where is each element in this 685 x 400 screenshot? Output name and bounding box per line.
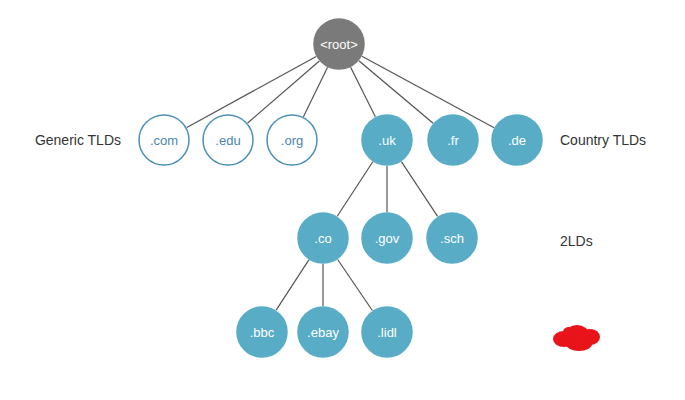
circle-shape xyxy=(362,307,412,357)
domain-label: .com xyxy=(150,134,178,147)
generic-tld-circle: .org xyxy=(266,114,318,166)
circle-shape xyxy=(267,115,317,165)
domain-circle: .uk xyxy=(361,114,413,166)
circle-shape xyxy=(203,115,253,165)
domain-label: .co xyxy=(314,232,331,245)
domain-label: .gov xyxy=(375,232,400,245)
root-circle: <root> xyxy=(313,18,365,70)
domain-circle: .sch xyxy=(426,212,478,264)
tree-connector xyxy=(248,61,320,123)
domain-label: .sch xyxy=(440,232,464,245)
domain-circle: .lidl xyxy=(361,306,413,358)
circle-shape xyxy=(428,115,478,165)
domain-label: <root> xyxy=(320,38,358,51)
domain-circle: .co xyxy=(297,212,349,264)
domain-label: .ebay xyxy=(307,326,339,339)
domain-circle: .ebay xyxy=(297,306,349,358)
circle-shape xyxy=(314,19,364,69)
circle-shape xyxy=(139,115,189,165)
tree-connector xyxy=(386,166,387,212)
tree-connector xyxy=(401,162,437,217)
domain-circle: .fr xyxy=(427,114,479,166)
level-label: Country TLDs xyxy=(560,132,646,148)
domain-circle: .gov xyxy=(361,212,413,264)
tree-connector xyxy=(337,162,373,216)
tree-connector xyxy=(303,67,327,116)
domain-label: .org xyxy=(281,134,303,147)
tree-connector xyxy=(359,61,433,124)
red-scribble-shape xyxy=(553,325,600,351)
circle-shape xyxy=(298,307,348,357)
circle-shape xyxy=(237,307,287,357)
circle-shape xyxy=(298,213,348,263)
domain-circle: .de xyxy=(491,114,543,166)
tree-connector xyxy=(322,264,323,306)
domain-circle: .bbc xyxy=(236,306,288,358)
domain-label: .lidl xyxy=(377,326,397,339)
tree-connector xyxy=(338,259,373,310)
domain-label: .de xyxy=(508,134,526,147)
circle-shape xyxy=(362,213,412,263)
domain-label: .uk xyxy=(378,134,395,147)
level-label: 2LDs xyxy=(560,233,593,249)
domain-label: .fr xyxy=(447,134,459,147)
generic-tld-circle: .edu xyxy=(202,114,254,166)
level-label: Generic TLDs xyxy=(35,132,121,148)
tree-connector xyxy=(276,260,309,310)
circle-shape xyxy=(492,115,542,165)
circle-shape xyxy=(362,115,412,165)
domain-label: .bbc xyxy=(250,326,275,339)
domain-label: .edu xyxy=(215,134,240,147)
circle-shape xyxy=(427,213,477,263)
tree-connector xyxy=(351,67,376,116)
generic-tld-circle: .com xyxy=(138,114,190,166)
